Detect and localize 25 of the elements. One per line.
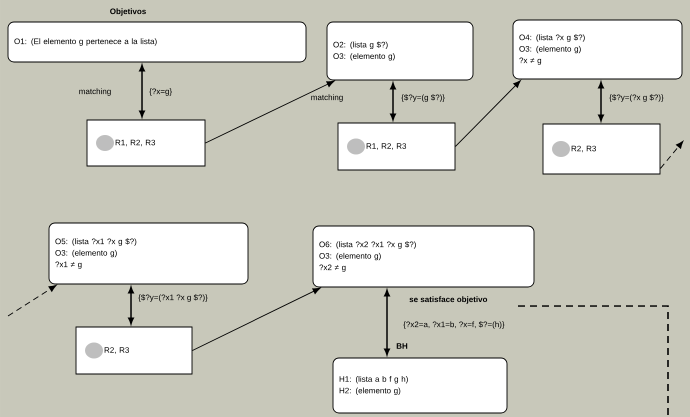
edge-label: {$?y=(?x1 ?x g $?)} [138, 294, 208, 302]
arrow [192, 288, 320, 351]
text-label: matching [79, 88, 111, 96]
arrow [598, 82, 604, 122]
arrow [128, 286, 134, 324]
arrow [660, 140, 684, 169]
goal-box: O5: (lista ?x1 ?x g $?) O3: (elemento g) ?x1 ≠ g [48, 222, 248, 284]
goal-box: O1: (El elemento g pertenece a la lista) [8, 22, 306, 62]
arrow [205, 80, 334, 144]
edge-label: {$?y=(g $?)} [401, 94, 445, 102]
edge-label: {?x=g} [149, 88, 172, 96]
arrow [8, 284, 56, 316]
edge-label: {$?y=(?x g $?)} [609, 94, 664, 102]
text-label: se satisface objetivo [409, 296, 488, 304]
goal-box: O6: (lista ?x2 ?x1 ?x g $?) O3: (elemento g) ?x2 ≠ g [312, 226, 534, 288]
edge-label: {?x2=a, ?x1=b, ?x=f, $?=(h)} [403, 321, 504, 329]
fact-box: H1: (lista a b f g h) H2: (elemento g) [332, 358, 508, 414]
arrow [455, 80, 521, 147]
arrow [384, 290, 390, 356]
arrow [390, 82, 396, 120]
text-label: BH [396, 343, 408, 349]
goal-box: O4: (lista ?x g $?) O3: (elemento g) ?x ≠ g [512, 20, 682, 80]
goal-box: O2: (lista g $?) O3: (elemento g) [326, 22, 474, 80]
text-label: matching [311, 94, 343, 102]
arrow [139, 64, 145, 118]
